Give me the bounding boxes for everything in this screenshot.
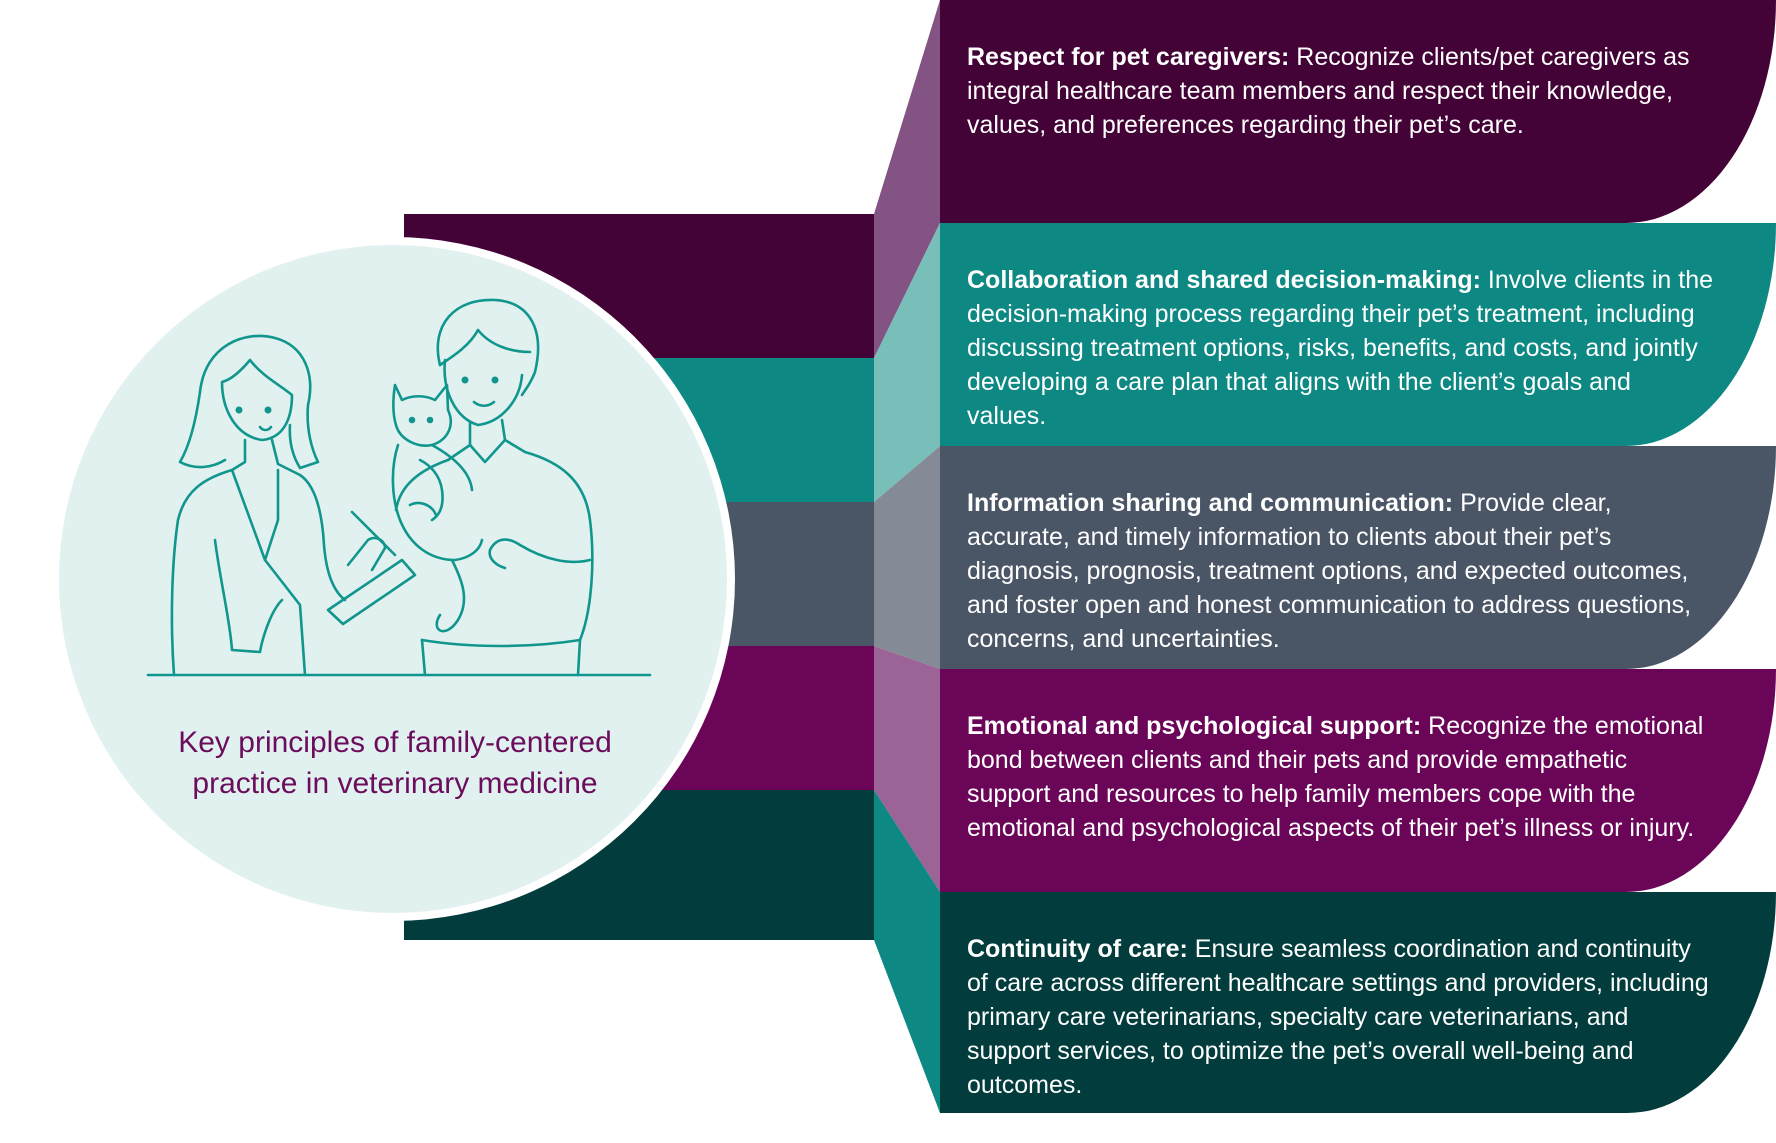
principle-card-continuity: Continuity of care: Ensure seamless coor…: [940, 892, 1776, 1113]
principle-text: Recognize the emotional bond between cli…: [967, 712, 1704, 842]
principle-card-emotional: Emotional and psychological support: Rec…: [940, 669, 1776, 892]
principle-heading: Emotional and psychological support:: [967, 712, 1422, 740]
connector-emotional: [874, 646, 940, 892]
principle-card-information: Information sharing and communication: P…: [940, 446, 1776, 669]
principle-text: Involve clients in the decision-making p…: [967, 266, 1714, 430]
connector-collaboration: [874, 223, 940, 502]
principle-card-collaboration: Collaboration and shared decision-making…: [940, 223, 1776, 446]
connector-information: [874, 446, 940, 669]
diagram-title: Key principles of family-centered practi…: [178, 726, 612, 800]
vet-and-owner-illustration: [146, 298, 652, 677]
title-circle: [59, 245, 727, 913]
connector-respect: [874, 0, 940, 358]
principle-heading: Continuity of care:: [967, 935, 1188, 963]
principle-heading: Information sharing and communication:: [967, 489, 1454, 517]
principle-text: Ensure seamless coordination and continu…: [967, 935, 1709, 1099]
principle-heading: Collaboration and shared decision-making…: [967, 266, 1481, 294]
principle-card-respect: Respect for pet caregivers: Recognize cl…: [940, 0, 1776, 223]
principle-text: Provide clear, accurate, and timely info…: [967, 489, 1692, 653]
principle-heading: Respect for pet caregivers:: [967, 43, 1290, 71]
principle-text: Recognize clients/pet caregivers as inte…: [967, 43, 1690, 139]
connector-continuity: [874, 790, 940, 1113]
